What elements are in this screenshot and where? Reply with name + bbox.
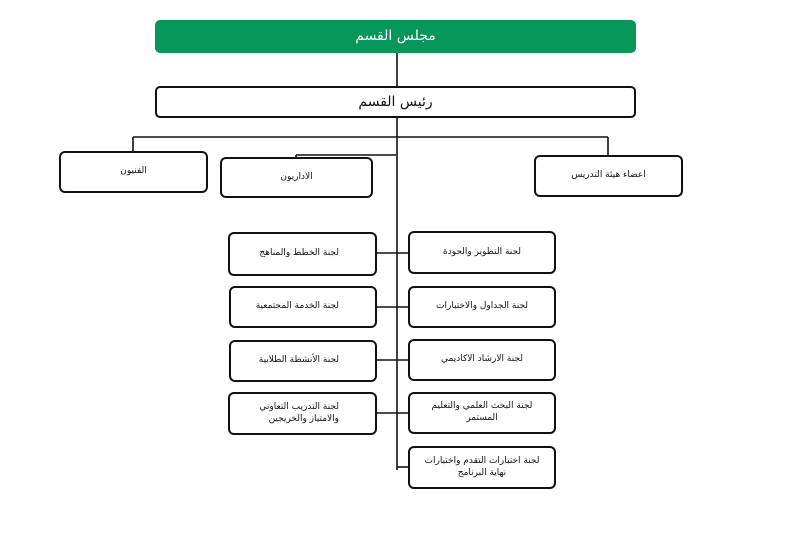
committee-academic-advising-box: لجنة الارشاد الاكاديمي	[408, 339, 556, 381]
committee-coop-training-box: لجنة التدريب التعاوني والامتياز والخريجي…	[228, 392, 377, 435]
technicians-box: الفنيون	[59, 151, 208, 193]
committee-label: لجنة التدريب التعاوني والامتياز والخريجي…	[259, 401, 339, 424]
technicians-label: الفنيون	[120, 166, 147, 177]
faculty-label: اعضاء هيئة التدريس	[571, 170, 646, 181]
committee-student-activities-box: لجنة الأنشطة الطلابية	[229, 340, 377, 382]
head-label: رئيس القسم	[358, 93, 433, 110]
committee-progress-exams-box: لجنة اختبارات التقدم واختبارات نهاية الب…	[408, 446, 556, 489]
committee-label: لجنة الخطط والمناهج	[259, 248, 339, 259]
committee-label: لجنة البحث العلمي والتعليم المستمر	[431, 401, 533, 423]
committee-research-education-box: لجنة البحث العلمي والتعليم المستمر	[408, 392, 556, 434]
committee-community-service-box: لجنة الخدمة المجتمعية	[229, 286, 377, 328]
committee-label: لجنة الخدمة المجتمعية	[255, 301, 339, 312]
committee-label: لجنة الجداول والاختبارات	[436, 301, 529, 312]
faculty-box: اعضاء هيئة التدريس	[534, 155, 683, 197]
committee-label: لجنة التطوير والجودة	[442, 246, 522, 257]
committee-label: لجنة اختبارات التقدم واختبارات نهاية الب…	[424, 455, 540, 478]
council-box: مجلس القسم	[155, 20, 636, 53]
committee-label: لجنة الأنشطة الطلابية	[258, 355, 339, 366]
administrators-box: الاداريون	[220, 157, 373, 198]
head-box: رئيس القسم	[155, 86, 636, 118]
committee-schedules-exams-box: لجنة الجداول والاختبارات	[408, 286, 556, 328]
committee-development-quality-box: لجنة التطوير والجودة	[408, 231, 556, 274]
committee-label: لجنة الارشاد الاكاديمي	[441, 354, 523, 365]
administrators-label: الاداريون	[280, 171, 313, 182]
committee-plans-curricula-box: لجنة الخطط والمناهج	[228, 232, 377, 276]
council-label: مجلس القسم	[355, 28, 436, 45]
